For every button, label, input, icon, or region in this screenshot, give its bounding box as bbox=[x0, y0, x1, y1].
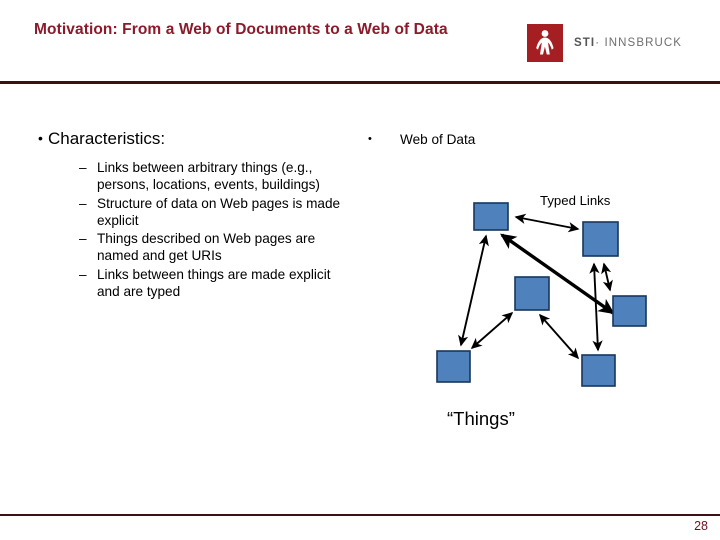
link-n1-n2 bbox=[514, 213, 580, 233]
bullet-icon: • bbox=[38, 130, 43, 146]
web-of-data-heading: Web of Data bbox=[400, 132, 476, 147]
link-n3-n6 bbox=[538, 313, 580, 360]
link-n3-n5 bbox=[470, 311, 514, 350]
list-item-label: Things described on Web pages are named … bbox=[97, 231, 316, 264]
thing-node bbox=[436, 350, 471, 383]
link-n1-n5 bbox=[458, 234, 489, 347]
thing-node bbox=[514, 276, 550, 311]
list-item: – Links between arbitrary things (e.g., … bbox=[79, 159, 356, 194]
web-of-data-heading-row: • Web of Data bbox=[368, 131, 698, 149]
logo-separator: · bbox=[595, 37, 601, 49]
list-item: – Structure of data on Web pages is made… bbox=[79, 195, 356, 230]
list-item: – Things described on Web pages are name… bbox=[79, 230, 356, 265]
sti-innsbruck-figure-icon bbox=[527, 24, 563, 62]
list-item-label: Links between things are made explicit a… bbox=[97, 266, 331, 299]
header-divider bbox=[0, 81, 720, 84]
characteristics-list: – Links between arbitrary things (e.g., … bbox=[26, 159, 356, 300]
footer-divider bbox=[0, 514, 720, 516]
logo-wordmark: STI· INNSBRUCK bbox=[574, 37, 682, 49]
thing-node bbox=[581, 354, 616, 387]
page-title: Motivation: From a Web of Documents to a… bbox=[34, 21, 448, 38]
characteristics-heading-row: • Characteristics: bbox=[26, 128, 356, 150]
characteristics-heading: Characteristics: bbox=[48, 129, 166, 148]
characteristics-block: • Characteristics: – Links between arbit… bbox=[26, 128, 356, 301]
logo-name: INNSBRUCK bbox=[604, 37, 683, 49]
web-of-data-diagram bbox=[410, 180, 680, 405]
list-item: – Links between things are made explicit… bbox=[79, 266, 356, 301]
logo: STI· INNSBRUCK bbox=[527, 22, 687, 64]
thing-node bbox=[473, 202, 509, 231]
dash-icon: – bbox=[79, 195, 87, 211]
diagram-nodes bbox=[436, 202, 647, 387]
typed-links-label: Typed Links bbox=[540, 193, 611, 208]
thing-node bbox=[612, 295, 647, 327]
diagram-links bbox=[458, 213, 615, 360]
dash-icon: – bbox=[79, 266, 87, 282]
link-n2-n6 bbox=[589, 262, 603, 352]
list-item-label: Links between arbitrary things (e.g., pe… bbox=[97, 160, 320, 193]
list-item-label: Structure of data on Web pages is made e… bbox=[97, 195, 341, 228]
web-of-data-block: • Web of Data bbox=[368, 131, 698, 149]
dash-icon: – bbox=[79, 231, 87, 247]
things-label: “Things” bbox=[447, 408, 515, 429]
link-n2-n4 bbox=[601, 262, 613, 292]
bullet-icon: • bbox=[368, 133, 372, 145]
page-number: 28 bbox=[694, 519, 708, 533]
thing-node bbox=[582, 221, 619, 257]
dash-icon: – bbox=[79, 160, 87, 176]
logo-prefix: STI bbox=[574, 37, 596, 49]
